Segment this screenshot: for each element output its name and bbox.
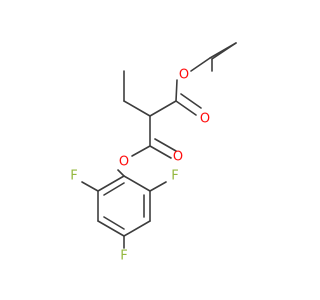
bond-c2-ocarbonyl-b — [154, 138, 177, 152]
atom-o-ester-ethyl: O — [179, 68, 189, 83]
bond-ch3-ch2 — [209, 42, 237, 59]
ring-bond-1 — [123, 175, 151, 192]
bond-c1-ocarbonyl-b — [180, 93, 202, 109]
atom-f-bottom: F — [120, 249, 127, 264]
atom-layer: O O O O F F F — [70, 68, 210, 264]
bond-ring-f-left — [81, 181, 99, 192]
bond-c1-ocarbonyl-a — [175, 100, 197, 116]
ring-bond-6 — [97, 175, 125, 192]
bond-c2-oaryl — [131, 145, 151, 157]
atom-o-carbonyl-aryl: O — [173, 150, 183, 165]
bond-oaryl-cipso — [117, 169, 125, 177]
ring-bond-4-inner — [103, 216, 125, 230]
bond-layer — [81, 42, 237, 249]
background — [0, 0, 300, 300]
bond-ch2-oester — [190, 57, 211, 72]
molecule-diagram: O O O O F F F — [0, 0, 300, 300]
ring-bond-6-inner — [103, 182, 125, 196]
bond-oester-c1 — [175, 79, 178, 102]
bond-calpha-ch2 — [123, 100, 151, 117]
atom-o-ester-aryl: O — [119, 155, 129, 170]
atom-f-left: F — [70, 169, 77, 184]
atom-f-right: F — [171, 169, 178, 184]
bond-c1-calpha — [149, 100, 177, 117]
bond-c2-ocarbonyl-a — [149, 145, 172, 159]
ring-bond-3 — [123, 220, 151, 237]
structure-svg: O O O O F F F — [0, 0, 300, 300]
atom-o-carbonyl-ethyl: O — [200, 112, 210, 127]
bond-ring-f-right — [149, 181, 167, 192]
ring-bond-4 — [97, 220, 125, 237]
